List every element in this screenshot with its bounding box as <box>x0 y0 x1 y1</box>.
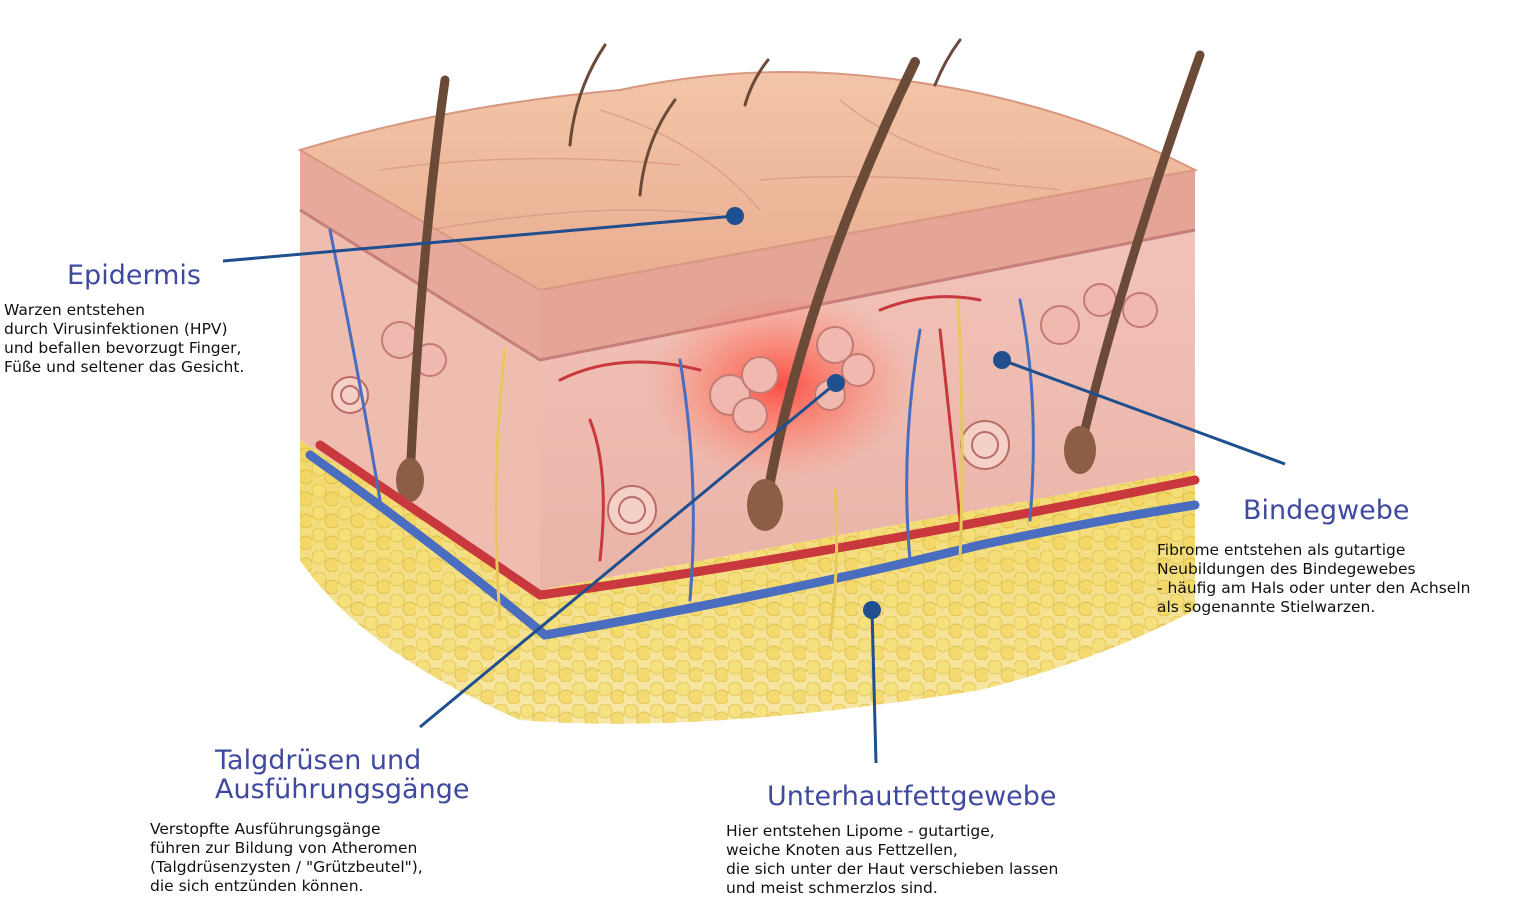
hair-bulbs <box>396 426 1096 531</box>
fat-cells <box>300 440 1195 724</box>
talgdruesen-title-line2: Ausführungsgänge <box>215 774 470 805</box>
epidermis-description: Warzen entstehen durch Virusinfektionen … <box>4 301 245 376</box>
pointer-talgdruesen <box>419 381 837 729</box>
bindegewebe-title: Bindegwebe <box>1243 495 1410 526</box>
pointer-epidermis <box>222 214 736 263</box>
pointer-dot-bindegewebe <box>993 351 1011 369</box>
epidermis-title: Epidermis <box>67 260 201 291</box>
unterhaut-description: Hier entstehen Lipome - gutartige, weich… <box>726 822 1059 897</box>
pointer-unterhaut <box>870 609 878 764</box>
pointer-dots <box>726 207 1011 619</box>
pointer-lines <box>222 214 1286 764</box>
pointer-dot-talgdruesen <box>827 374 845 392</box>
veins <box>305 228 1200 640</box>
epidermis-band-left <box>300 150 540 360</box>
hairs <box>405 38 1205 515</box>
sebaceous-glands <box>381 283 1158 433</box>
sweat-glands <box>331 376 1010 535</box>
pointer-dot-epidermis <box>726 207 744 225</box>
bindegewebe-description: Fibrome entstehen als gutartige Neubildu… <box>1157 541 1471 616</box>
dermis-left-face <box>300 210 540 590</box>
talgdruesen-title-line1: Talgdrüsen und <box>215 745 422 776</box>
nerves <box>494 298 964 642</box>
talgdruesen-description: Verstopfte Ausführungsgänge führen zur B… <box>150 820 423 895</box>
pointer-bindegewebe <box>1001 358 1286 466</box>
arteries <box>315 295 1200 600</box>
skin-surface-creases <box>379 99 1061 231</box>
pointer-dot-unterhaut <box>863 601 881 619</box>
epidermis-basal-line <box>299 208 1196 362</box>
unterhaut-title: Unterhautfettgewebe <box>767 781 1057 812</box>
